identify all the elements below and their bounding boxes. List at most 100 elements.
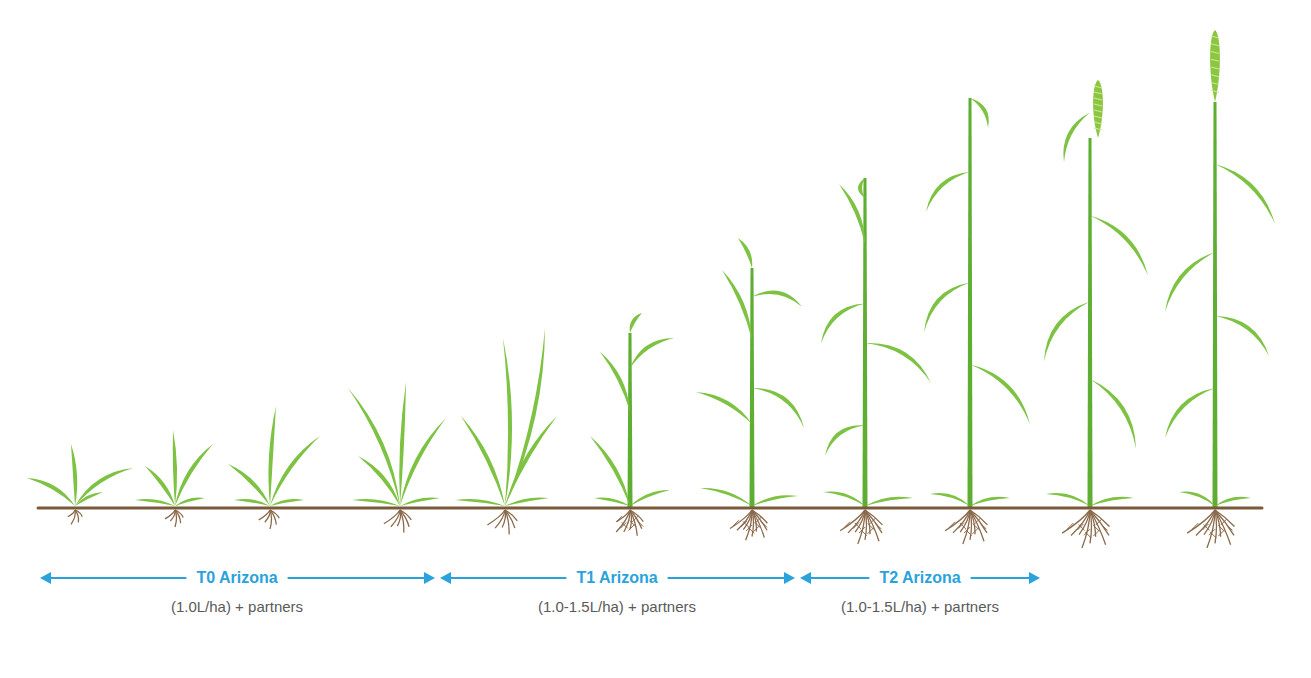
root-hair: [1067, 523, 1073, 529]
root: [165, 510, 175, 519]
leaf: [461, 416, 505, 506]
leaf: [825, 425, 865, 455]
root: [68, 510, 75, 517]
root-hair: [861, 530, 867, 536]
root-system: [487, 510, 517, 535]
wheat-ear: [1210, 30, 1220, 102]
grain: [1211, 52, 1219, 54]
root-hair: [1226, 524, 1232, 530]
root-hair: [622, 522, 628, 528]
leaf: [505, 497, 549, 506]
leaf: [270, 499, 304, 506]
leaf: [348, 388, 400, 506]
wheat-plant: [1044, 80, 1148, 508]
root: [487, 510, 505, 525]
timing-arrow-line: [448, 577, 566, 579]
leaf: [630, 338, 674, 368]
leaf: [970, 365, 1030, 425]
root-hair: [733, 520, 739, 526]
root-system: [1187, 510, 1234, 548]
root-hair: [743, 521, 749, 527]
root-hair: [761, 521, 767, 527]
root: [1062, 510, 1090, 533]
grain: [1211, 83, 1219, 85]
arrowhead: [784, 572, 795, 584]
leaf: [175, 444, 213, 506]
grain: [1094, 128, 1102, 130]
wheat-plant: [696, 238, 804, 508]
leaf: [270, 436, 320, 506]
root: [1215, 510, 1231, 545]
leaf: [71, 444, 77, 506]
leaf: [1215, 316, 1269, 356]
root: [945, 510, 970, 531]
roots: [68, 510, 1235, 548]
wheat-plant: [135, 430, 213, 506]
root-hair: [616, 516, 622, 522]
root: [1090, 510, 1109, 535]
root-hair: [748, 527, 754, 533]
leaf: [696, 392, 752, 424]
leaf: [630, 313, 642, 333]
root: [630, 510, 637, 536]
grain: [1094, 122, 1102, 124]
grain: [1094, 92, 1102, 94]
root: [1187, 510, 1215, 533]
leaf: [400, 497, 440, 506]
leaf: [455, 499, 505, 506]
leaf: [1165, 388, 1215, 438]
root-hair: [755, 522, 761, 528]
root-hair: [1218, 525, 1224, 531]
leaf: [930, 493, 970, 506]
leaf: [630, 490, 670, 506]
root-system: [1062, 510, 1109, 548]
root-system: [259, 510, 279, 529]
plants: [27, 30, 1275, 508]
root-hair: [960, 523, 966, 529]
leaf: [175, 497, 205, 506]
leaf: [821, 303, 865, 343]
timing-arrow-line: [668, 577, 787, 579]
leaf: [752, 495, 798, 506]
root: [616, 510, 630, 532]
leaf: [75, 468, 133, 506]
root-hair: [1085, 532, 1091, 538]
timing-arrow-line: [288, 577, 427, 579]
root-hair: [949, 522, 955, 528]
leaf: [1044, 302, 1090, 362]
timing-arrow-line: [808, 577, 869, 579]
root-system: [840, 510, 882, 544]
stage-label: T0 Arizona: [194, 569, 279, 587]
leaf: [358, 456, 400, 506]
leaf: [752, 388, 804, 428]
leaf: [505, 416, 557, 506]
stage-label: T2 Arizona: [877, 569, 962, 587]
grain: [1094, 98, 1102, 100]
stage-label: T1 Arizona: [574, 569, 659, 587]
root-hair: [875, 523, 881, 529]
leaf: [352, 499, 400, 506]
root-system: [384, 510, 411, 533]
stem: [1088, 138, 1093, 508]
leaf: [1090, 379, 1136, 449]
leaf: [865, 343, 931, 383]
root-hair: [868, 524, 874, 530]
root: [617, 510, 630, 522]
leaf: [823, 491, 865, 506]
root: [1090, 510, 1106, 545]
leaf: [924, 283, 970, 333]
wheat-plant: [1165, 30, 1275, 508]
root-system: [68, 510, 82, 524]
leaf: [1215, 497, 1251, 506]
grain: [1094, 104, 1102, 106]
root-system: [945, 510, 987, 544]
root: [1215, 510, 1234, 535]
root: [259, 510, 270, 520]
leaf: [1165, 252, 1215, 312]
root-hair: [973, 524, 979, 530]
stem: [1213, 102, 1218, 508]
root-system: [616, 510, 643, 536]
wheat-plant: [924, 98, 1030, 508]
leaf: [970, 497, 1010, 506]
